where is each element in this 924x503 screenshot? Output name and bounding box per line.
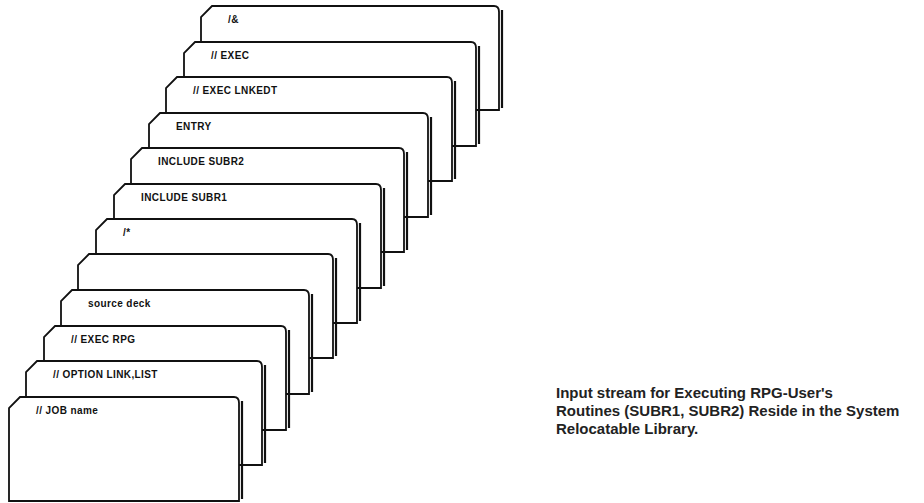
figure-caption: Input stream for Executing RPG-User's Ro…: [556, 384, 901, 438]
card-label: INCLUDE SUBR2: [158, 156, 244, 167]
card-label: INCLUDE SUBR1: [141, 192, 227, 203]
job-card: // JOB name: [8, 396, 245, 502]
card-label: /&: [228, 14, 239, 25]
card-label: /*: [123, 227, 130, 238]
card-label: // EXEC: [211, 50, 249, 61]
card-label: // EXEC LNKEDT: [193, 85, 278, 96]
card-label: // EXEC RPG: [71, 334, 135, 345]
card-label: // OPTION LINK,LIST: [53, 369, 158, 380]
card-label: // JOB name: [36, 405, 98, 416]
card-label: source deck: [88, 298, 151, 309]
card-label: ENTRY: [176, 121, 212, 132]
